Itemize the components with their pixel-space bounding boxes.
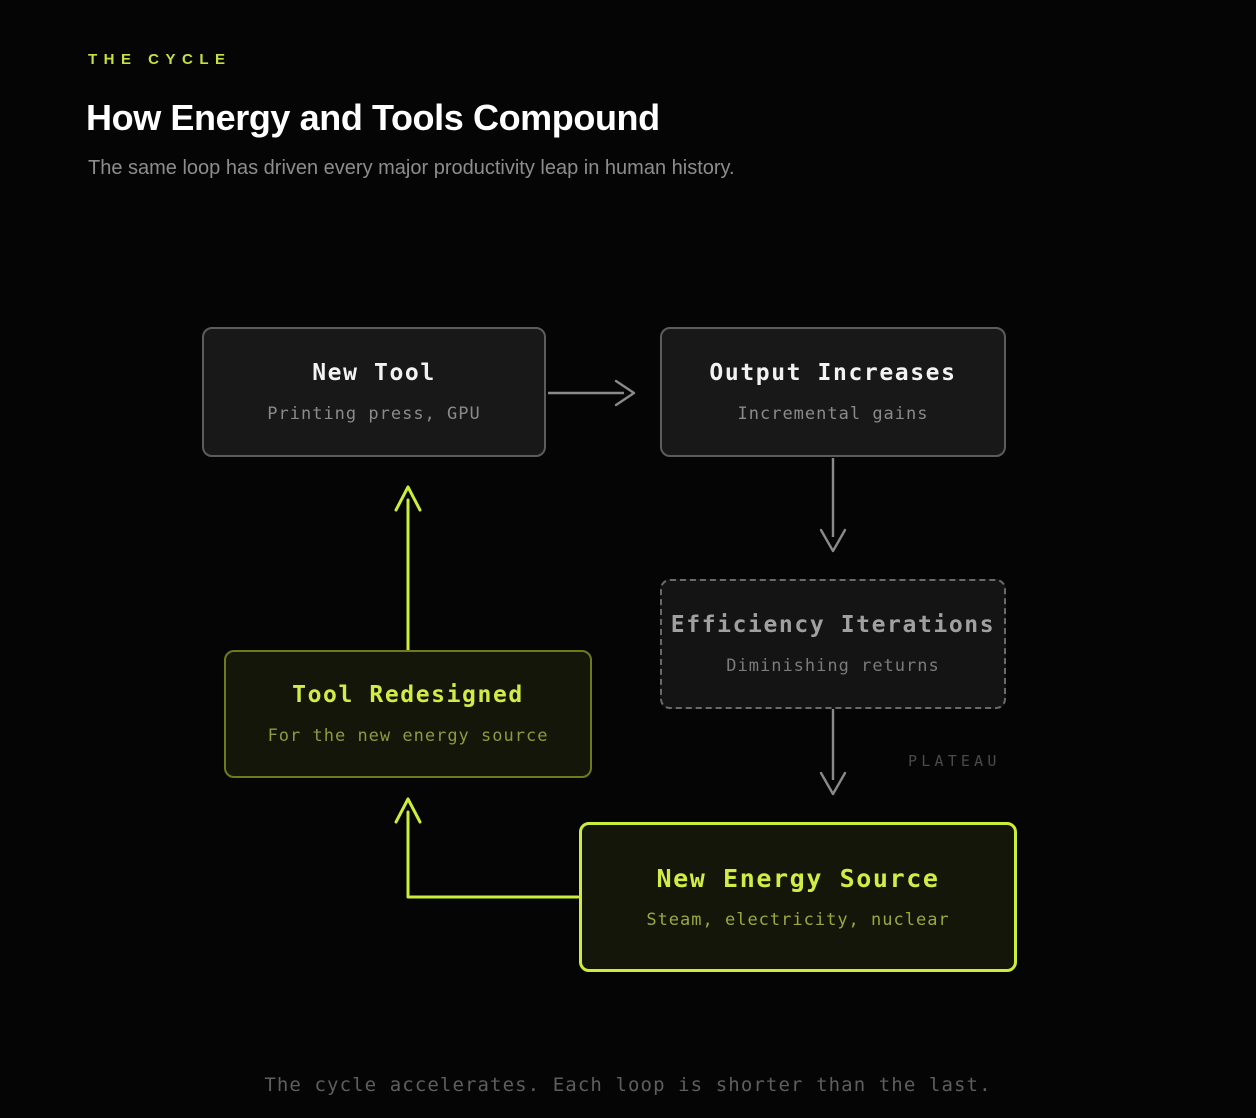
node-subtitle: Printing press, GPU	[267, 403, 481, 424]
node-subtitle: For the new energy source	[267, 725, 549, 746]
node-output-increases[interactable]: Output Increases Incremental gains	[660, 327, 1006, 457]
node-tool-redesigned[interactable]: Tool Redesigned For the new energy sourc…	[224, 650, 592, 778]
page-title: How Energy and Tools Compound	[86, 97, 660, 138]
node-title: Efficiency Iterations	[670, 611, 996, 638]
edge-tool-redesigned-to-new-tool	[394, 485, 422, 652]
edge-efficiency-to-energy	[819, 708, 847, 796]
node-title: Output Increases	[709, 359, 957, 386]
node-subtitle: Steam, electricity, nuclear	[646, 909, 950, 930]
node-title: New Tool	[312, 359, 436, 386]
node-subtitle: Diminishing returns	[726, 655, 940, 676]
node-title: Tool Redesigned	[292, 681, 524, 708]
edge-output-to-efficiency	[819, 458, 847, 553]
node-new-energy-source[interactable]: New Energy Source Steam, electricity, nu…	[579, 822, 1017, 972]
footer-caption: The cycle accelerates. Each loop is shor…	[264, 1074, 992, 1096]
eyebrow-label: THE CYCLE	[88, 51, 232, 68]
page-subtitle: The same loop has driven every major pro…	[88, 157, 735, 179]
plateau-annotation: PLATEAU	[908, 752, 1001, 770]
node-efficiency-iterations[interactable]: Efficiency Iterations Diminishing return…	[660, 579, 1006, 709]
edge-energy-to-tool-redesigned	[394, 797, 580, 899]
node-subtitle: Incremental gains	[737, 403, 929, 424]
node-title: New Energy Source	[656, 863, 940, 893]
edge-new-tool-to-output	[548, 379, 636, 407]
node-new-tool[interactable]: New Tool Printing press, GPU	[202, 327, 546, 457]
